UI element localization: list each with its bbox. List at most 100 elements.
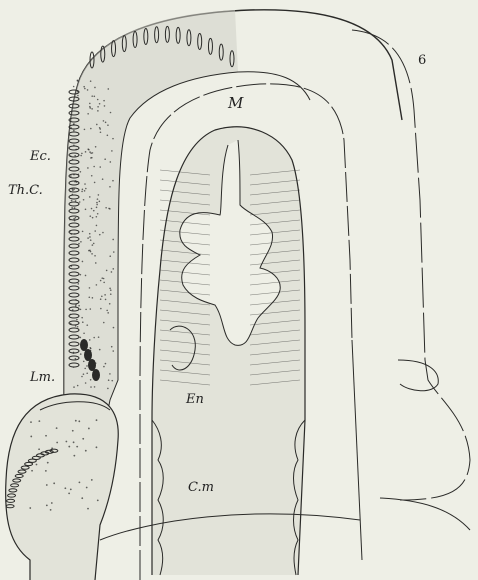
mesenchyme-dot	[110, 289, 112, 291]
limb-dot	[72, 430, 74, 432]
mesenchyme-dot	[88, 296, 90, 298]
mesenchyme-dot	[95, 262, 97, 264]
limb-dot	[78, 420, 80, 422]
mesenchyme-dot	[106, 310, 108, 312]
mesenchyme-dot	[90, 348, 92, 350]
mesenchyme-dot	[100, 298, 102, 300]
mesenchyme-dot	[70, 314, 72, 316]
mesenchyme-dot	[80, 155, 82, 157]
mesenchyme-dot	[97, 198, 99, 200]
mesenchyme-dot	[101, 295, 103, 297]
limb-dot	[88, 428, 90, 430]
limb-dot	[53, 482, 55, 484]
mesenchyme-dot	[96, 202, 98, 204]
mesenchyme-dot	[71, 200, 73, 202]
limb-dot	[79, 482, 81, 484]
limb-dot	[36, 464, 38, 466]
mesenchyme-dot	[93, 243, 95, 245]
ectoderm-dark-cell	[80, 339, 88, 351]
mesenchyme-dot	[83, 373, 85, 375]
mesenchyme-dot	[112, 138, 114, 140]
limb-dot	[46, 484, 48, 486]
mesenchyme-dot	[92, 217, 94, 219]
limb-dot	[56, 427, 58, 429]
mesenchyme-dot	[85, 209, 87, 211]
mesenchyme-dot	[108, 208, 110, 210]
mesenchyme-dot	[74, 220, 76, 222]
mesenchyme-dot	[96, 225, 98, 227]
limb-dot	[76, 446, 78, 448]
mesenchyme-dot	[88, 149, 90, 151]
mesenchyme-dot	[87, 113, 89, 115]
limb-dot	[30, 421, 32, 423]
mesenchyme-dot	[90, 386, 92, 388]
limb-dot	[47, 462, 49, 464]
mesenchyme-dot	[92, 244, 94, 246]
mesenchyme-dot	[89, 233, 91, 235]
label-thc: Th.C.	[8, 184, 43, 197]
mesenchyme-dot	[89, 250, 91, 252]
limb-dot	[73, 441, 75, 443]
mesenchyme-dot	[75, 325, 77, 327]
mesenchyme-dot	[75, 149, 77, 151]
mesenchyme-dot	[75, 217, 77, 219]
mesenchyme-dot	[77, 91, 79, 93]
limb-dot	[96, 446, 98, 448]
mesenchyme-dot	[73, 86, 75, 88]
mesenchyme-dot	[109, 373, 111, 375]
mesenchyme-dot	[81, 153, 83, 155]
mesenchyme-dot	[100, 280, 102, 282]
mesenchyme-dot	[70, 191, 72, 193]
mesenchyme-dot	[78, 173, 80, 175]
mesenchyme-dot	[90, 350, 92, 352]
limb-dot	[86, 487, 88, 489]
mesenchyme-dot	[105, 299, 107, 301]
mesenchyme-dot	[90, 80, 92, 82]
mesenchyme-dot	[99, 166, 101, 168]
limb-dot	[50, 509, 52, 511]
mesenchyme-dot	[93, 166, 95, 168]
mesenchyme-dot	[100, 308, 102, 310]
mesenchyme-dot	[74, 233, 76, 235]
mesenchyme-dot	[71, 233, 73, 235]
mesenchyme-dot	[85, 382, 87, 384]
limb-dot	[68, 492, 70, 494]
mesenchyme-dot	[99, 349, 101, 351]
mesenchyme-dot	[85, 188, 87, 190]
mesenchyme-dot	[73, 386, 75, 388]
limb-dot	[51, 502, 53, 504]
limb-dot	[85, 450, 87, 452]
limb-dot	[51, 447, 53, 449]
mesenchyme-dot	[80, 241, 82, 243]
mesenchyme-dot	[74, 207, 76, 209]
mesenchyme-dot	[84, 190, 86, 192]
mesenchyme-dot	[81, 376, 83, 378]
label-m: M	[228, 96, 243, 111]
mesenchyme-dot	[89, 215, 91, 217]
mesenchyme-dot	[75, 358, 77, 360]
mesenchyme-dot	[73, 189, 75, 191]
mesenchyme-dot	[96, 124, 98, 126]
mesenchyme-dot	[83, 86, 85, 88]
mesenchyme-dot	[75, 304, 77, 306]
mesenchyme-dot	[101, 277, 103, 279]
limb-dot	[91, 479, 93, 481]
mesenchyme-dot	[70, 175, 72, 177]
mesenchyme-dot	[70, 127, 72, 129]
mesenchyme-dot	[105, 363, 107, 365]
limb-dot	[75, 420, 77, 422]
mesenchyme-dot	[99, 234, 101, 236]
mesenchyme-dot	[84, 129, 86, 131]
mesenchyme-dot	[74, 155, 76, 157]
mesenchyme-dot	[73, 352, 75, 354]
mesenchyme-dot	[104, 105, 106, 107]
mesenchyme-dot	[77, 326, 79, 328]
mesenchyme-dot	[71, 265, 73, 267]
mesenchyme-dot	[97, 99, 99, 101]
mesenchyme-dot	[109, 255, 111, 257]
mesenchyme-dot	[84, 368, 86, 370]
mesenchyme-dot	[89, 236, 91, 238]
mesenchyme-dot	[86, 324, 88, 326]
mesenchyme-dot	[85, 275, 87, 277]
limb-dot	[64, 487, 66, 489]
